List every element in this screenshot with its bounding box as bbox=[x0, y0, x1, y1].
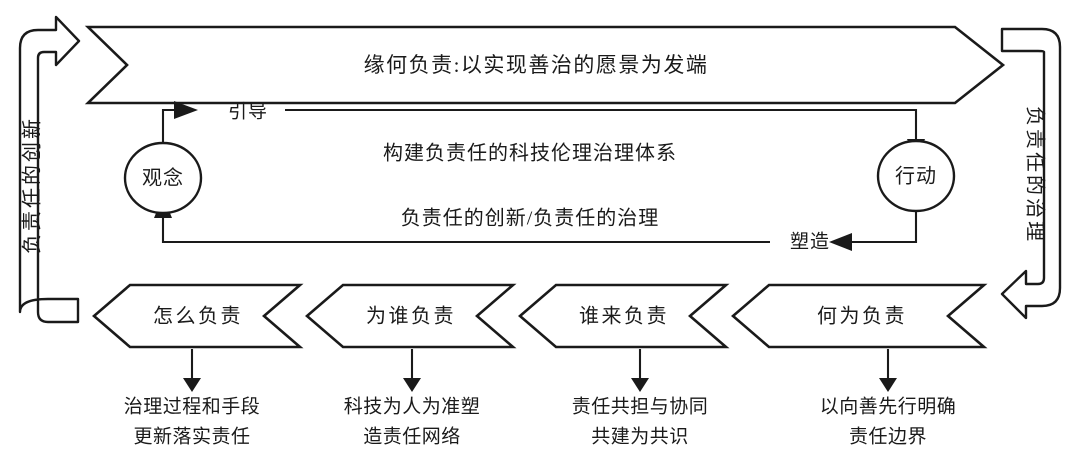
caption-arrowhead-2 bbox=[403, 378, 421, 392]
core-center-line-1: 构建负责任的科技伦理治理体系 bbox=[383, 142, 677, 165]
chevron-item-1[interactable]: 怎么负责 bbox=[92, 283, 304, 349]
caption-line-4-a: 以向善先行明确 bbox=[820, 395, 957, 417]
node-action-label: 行动 bbox=[895, 165, 937, 188]
top-banner-label: 缘何负责:以实现善治的愿景为发端 bbox=[364, 53, 709, 77]
left-rail-label: 负责任的创新 bbox=[21, 116, 44, 254]
left-rail-bent-arrow: 负责任的创新 bbox=[18, 15, 81, 324]
edge-guide-line-2 bbox=[285, 108, 918, 140]
caption-group-4: 以向善先行明确 责任边界 bbox=[820, 349, 957, 447]
caption-row: 治理过程和手段 更新落实责任 科技为人为准塑 造责任网络 责任共担与协同 共建为… bbox=[124, 349, 957, 447]
right-rail-bent-arrow: 负责任的治理 bbox=[1000, 27, 1062, 320]
caption-group-1: 治理过程和手段 更新落实责任 bbox=[124, 349, 261, 447]
edge-shape-arrowhead bbox=[829, 233, 852, 251]
caption-arrowhead-4 bbox=[879, 378, 897, 392]
chevron-item-2[interactable]: 为谁负责 bbox=[305, 283, 517, 349]
edge-label-shape: 塑造 bbox=[790, 230, 830, 252]
node-idea-label: 观念 bbox=[142, 166, 184, 190]
chevron-label-2: 为谁负责 bbox=[366, 305, 456, 328]
chevron-row: 怎么负责 为谁负责 谁来负责 何为负责 bbox=[92, 283, 988, 349]
right-rail-label: 负责任的治理 bbox=[1023, 106, 1046, 244]
caption-line-3-a: 责任共担与协同 bbox=[572, 395, 709, 417]
edge-shape-line bbox=[851, 208, 918, 244]
chevron-label-4: 何为负责 bbox=[817, 305, 907, 328]
edge-guide-arrowhead bbox=[174, 101, 198, 119]
caption-line-1-a: 治理过程和手段 bbox=[124, 395, 261, 417]
caption-line-3-b: 共建为共识 bbox=[591, 425, 689, 447]
caption-line-2-b: 造责任网络 bbox=[363, 425, 461, 447]
caption-line-1-b: 更新落实责任 bbox=[133, 425, 250, 447]
edge-guide-line bbox=[161, 108, 175, 150]
chevron-item-4[interactable]: 何为负责 bbox=[731, 283, 988, 349]
core-cycle: 引导 塑造 观念 行动 构建负责任的科技伦理治理体系 负责任的创新/负责任的治理 bbox=[123, 100, 956, 252]
edge-shape-line-2 bbox=[161, 217, 770, 244]
caption-group-3: 责任共担与协同 共建为共识 bbox=[572, 349, 709, 447]
top-banner: 缘何负责:以实现善治的愿景为发端 bbox=[84, 25, 1006, 105]
caption-arrowhead-3 bbox=[631, 378, 649, 392]
core-center-line-2: 负责任的创新/负责任的治理 bbox=[401, 207, 660, 230]
chevron-item-3[interactable]: 谁来负责 bbox=[518, 283, 730, 349]
node-idea[interactable] bbox=[123, 141, 203, 215]
caption-line-4-b: 责任边界 bbox=[849, 425, 927, 447]
caption-group-2: 科技为人为准塑 造责任网络 bbox=[344, 349, 481, 447]
chevron-label-1: 怎么负责 bbox=[153, 305, 243, 328]
node-action[interactable] bbox=[876, 139, 956, 213]
edge-label-guide: 引导 bbox=[228, 100, 268, 122]
caption-line-2-a: 科技为人为准塑 bbox=[344, 395, 481, 417]
chevron-label-3: 谁来负责 bbox=[579, 305, 669, 328]
caption-arrowhead-1 bbox=[183, 378, 201, 392]
